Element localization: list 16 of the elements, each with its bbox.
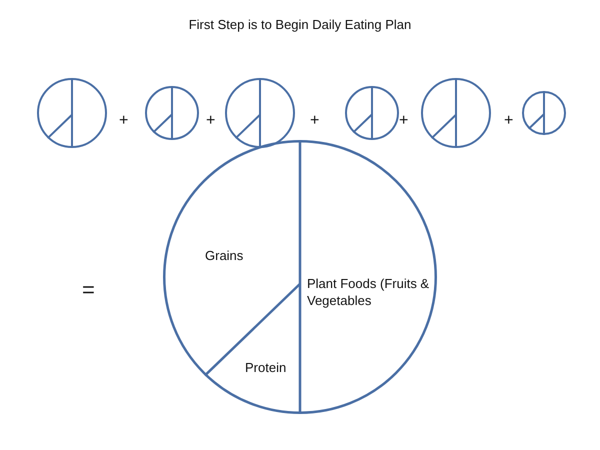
operator-sign: +: [206, 112, 216, 130]
segment-label: Plant Foods (Fruits & Vegetables: [307, 275, 430, 309]
pie-chart-icon: [343, 84, 401, 142]
title: First Step is to Begin Daily Eating Plan: [188, 16, 412, 33]
segment-label: Grains: [205, 247, 244, 264]
operator-sign: +: [399, 112, 408, 130]
pie-chart-icon: [520, 89, 568, 137]
operator-sign: =: [82, 278, 95, 302]
operator-sign: +: [310, 112, 320, 130]
operator-sign: +: [119, 112, 128, 130]
operator-sign: +: [504, 112, 514, 130]
pie-chart-icon: [35, 76, 109, 150]
pie-chart-icon: [419, 76, 493, 150]
pie-chart-icon: [223, 76, 297, 150]
pie-chart-icon: [143, 84, 201, 142]
segment-label: Protein: [245, 359, 288, 376]
